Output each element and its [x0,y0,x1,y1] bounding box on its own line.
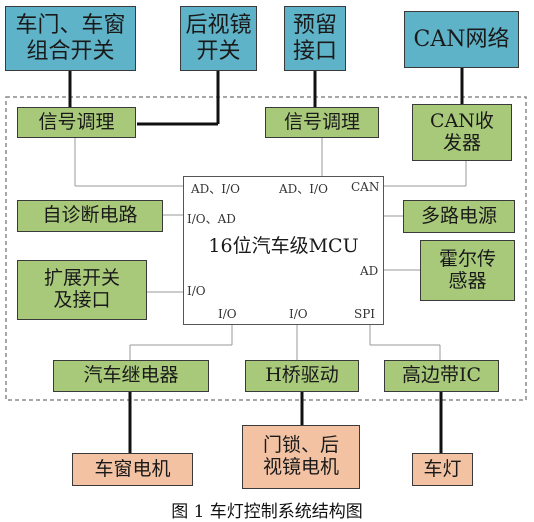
signal-conditioning-left: 信号调理 [17,107,136,138]
can-transceiver-label: CAN收 发器 [430,109,494,154]
window-motor: 车窗电机 [72,453,193,486]
signal-conditioning-left-label: 信号调理 [38,110,115,133]
mcu-port-left-upper: I/O、AD [187,212,236,226]
can-network-box: CAN网络 [404,11,519,68]
h-bridge-driver: H桥驱动 [245,360,359,392]
high-side-ic-label: 高边带IC [401,364,482,387]
lock-mirror-motor: 门锁、后 视镜电机 [242,425,360,489]
hall-sensor: 霍尔传 感器 [420,240,515,301]
high-side-ic: 高边带IC [384,360,499,392]
lock-mirror-motor-label: 门锁、后 视镜电机 [262,434,339,478]
reserved-port-label: 预留 接口 [292,13,337,64]
automotive-relay: 汽车继电器 [53,360,209,392]
multi-power-supply: 多路电源 [403,200,515,233]
self-diagnosis-circuit: 自诊断电路 [17,200,163,232]
figure-caption: 图 1 车灯控制系统结构图 [171,502,363,522]
lamp-label: 车灯 [423,457,462,480]
mcu-block: 16位汽车级MCU [183,176,384,325]
mcu-port-top-right: CAN [351,180,380,194]
signal-conditioning-right-label: 信号调理 [283,110,360,133]
mcu-port-bottom-right: SPI [354,307,376,321]
reserved-port-box: 预留 接口 [284,6,346,71]
mcu-port-bottom-mid: I/O [289,307,308,321]
expansion-switch-label: 扩展开关 及接口 [43,267,120,311]
mcu-port-top-mid: AD、I/O [279,182,328,196]
can-transceiver: CAN收 发器 [412,104,512,161]
expansion-switch-interface: 扩展开关 及接口 [17,260,147,320]
multi-power-label: 多路电源 [420,204,497,227]
relay-label: 汽车继电器 [83,364,179,387]
mirror-switch-box: 后视镜 开关 [180,6,257,71]
mirror-switch-label: 后视镜 开关 [185,13,252,64]
mcu-port-top-left: AD、I/O [191,182,240,196]
signal-conditioning-right: 信号调理 [265,107,379,138]
hall-sensor-label: 霍尔传 感器 [438,247,496,292]
door-window-switch-label: 车门、车窗 组合开关 [15,13,126,64]
mcu-label: 16位汽车级MCU [208,234,359,257]
mcu-port-right: AD [360,264,379,278]
self-diagnosis-label: 自诊断电路 [42,204,138,227]
lamp: 车灯 [412,453,473,486]
mcu-port-left-lower: I/O [187,284,206,298]
door-window-switch-box: 车门、车窗 组合开关 [5,6,136,71]
controller-boundary [5,96,527,401]
can-network-label: CAN网络 [413,26,510,52]
mcu-port-bottom-left: I/O [218,307,237,321]
h-bridge-label: H桥驱动 [265,364,339,387]
window-motor-label: 车窗电机 [94,457,171,480]
